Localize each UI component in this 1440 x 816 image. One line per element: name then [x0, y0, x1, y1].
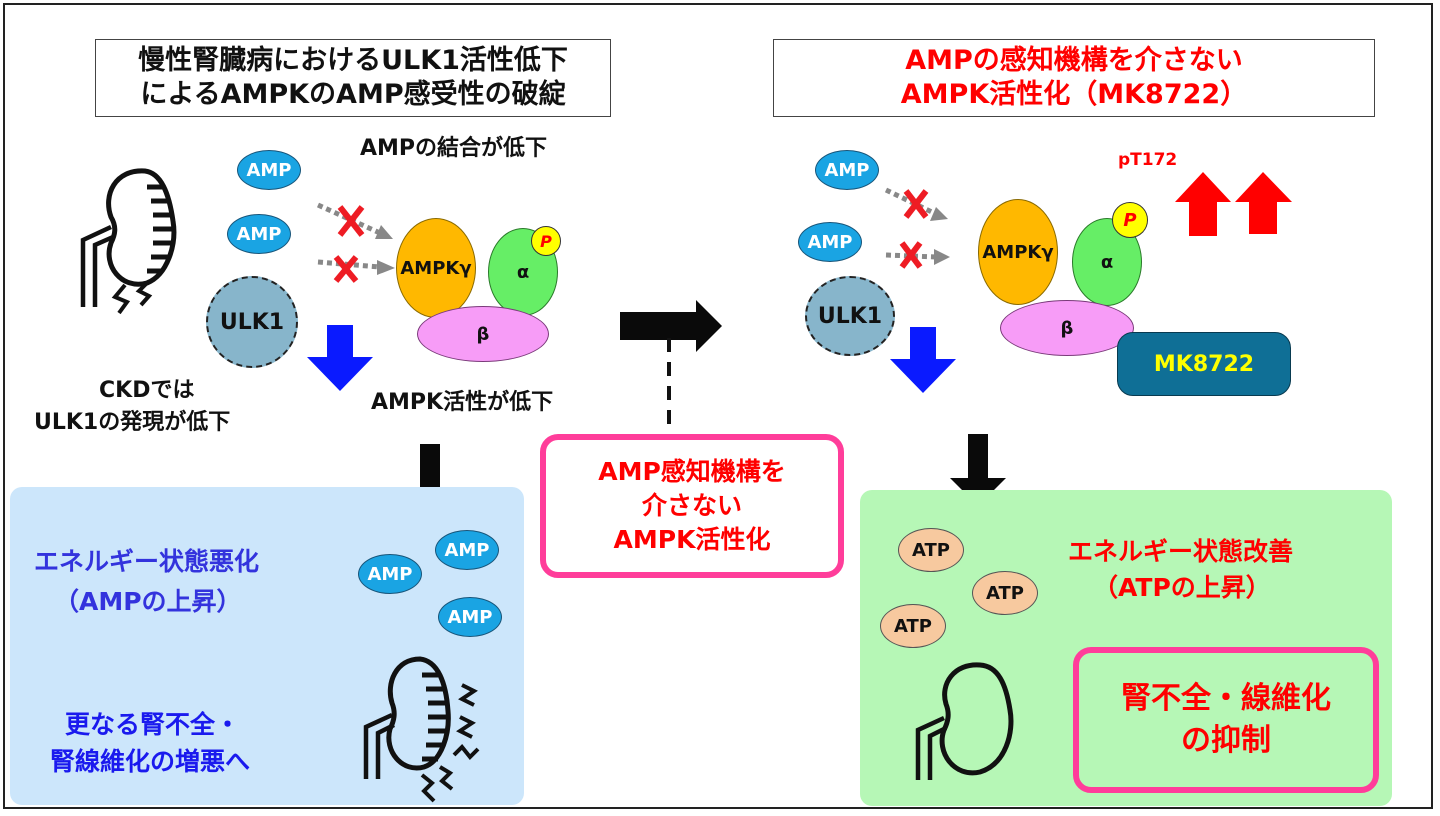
pt172-label: pT172: [1118, 150, 1178, 170]
diagram-frame: [3, 3, 1433, 809]
center-box-line-2: 介さない: [641, 491, 742, 520]
ampk-gamma-subunit: AMPKγ: [978, 199, 1058, 305]
down-arrow-icon: [890, 327, 956, 393]
left-title-line-1: 慢性腎臓病におけるULK1活性低下: [138, 45, 568, 76]
center-box-line-3: AMPK活性化: [613, 525, 771, 554]
ampk-gamma-subunit: AMPKγ: [396, 218, 476, 318]
center-mechanism-box: AMP感知機構を 介さない AMPK活性化: [540, 434, 844, 578]
left-title-box: 慢性腎臓病におけるULK1活性低下 によるAMPKのAMP感受性の破綻: [95, 39, 611, 117]
up-arrows-icon: [1175, 172, 1292, 236]
left-panel-line-3: 更なる腎不全・: [65, 710, 241, 739]
right-title-line-1: AMPの感知機構を介さない: [905, 45, 1243, 76]
amp-binding-label: AMPの結合が低下: [360, 136, 548, 161]
amp-molecule: AMP: [438, 597, 502, 637]
center-box-line-1: AMP感知機構を: [598, 457, 786, 486]
ulk1-protein: ULK1: [206, 276, 298, 368]
phospho-p-icon: P: [531, 226, 561, 256]
ampk-activity-label: AMPK活性が低下: [371, 390, 554, 415]
amp-molecule: AMP: [358, 554, 422, 594]
right-arrow-icon: [620, 300, 722, 352]
black-down-arrow-icon: [950, 434, 1006, 506]
ampk-beta-subunit: β: [1000, 300, 1134, 356]
blocked-binding-arrows: [884, 187, 950, 269]
amp-molecule: AMP: [237, 150, 301, 190]
right-panel-line-1: エネルギー状態改善: [1068, 537, 1294, 566]
right-title-line-2: AMPK活性化（MK8722）: [900, 79, 1248, 110]
mk8722-label: MK8722: [1153, 351, 1255, 377]
down-arrow-icon: [307, 325, 373, 391]
phospho-p-icon: P: [1112, 202, 1148, 238]
suppression-line-1: 腎不全・線維化: [1121, 681, 1331, 716]
amp-molecule: AMP: [227, 214, 291, 254]
atp-molecule: ATP: [972, 571, 1038, 615]
left-panel-line-2: （AMPの上昇）: [54, 587, 242, 616]
ckd-label-line-1: CKDでは: [99, 378, 195, 403]
damaged-kidney-icon: [80, 168, 177, 315]
ckd-label-line-2: ULK1の発現が低下: [34, 410, 231, 435]
ampk-beta-subunit: β: [417, 306, 549, 362]
suppression-box: 腎不全・線維化 の抑制: [1073, 647, 1379, 793]
blocked-binding-arrows: [316, 202, 395, 283]
atp-molecule: ATP: [898, 528, 964, 572]
left-panel-line-1: エネルギー状態悪化: [34, 547, 260, 576]
left-panel-line-4: 腎線維化の増悪へ: [50, 747, 251, 776]
mk8722-drug-box: MK8722: [1117, 332, 1291, 396]
ampk-alpha-subunit: α: [488, 228, 558, 316]
amp-molecule: AMP: [435, 530, 499, 570]
ulk1-protein: ULK1: [805, 276, 895, 356]
left-title-line-2: によるAMPKのAMP感受性の破綻: [140, 79, 566, 110]
amp-molecule: AMP: [815, 150, 879, 190]
right-title-box: AMPの感知機構を介さない AMPK活性化（MK8722）: [773, 39, 1375, 117]
amp-molecule: AMP: [798, 222, 862, 262]
dashed-connector: [667, 338, 671, 438]
right-panel-line-2: （ATPの上昇）: [1093, 573, 1271, 602]
damaged-kidney-icon: [363, 656, 480, 803]
suppression-line-2: の抑制: [1181, 723, 1271, 758]
atp-molecule: ATP: [880, 604, 946, 648]
healthy-kidney-icon: [915, 662, 1014, 780]
